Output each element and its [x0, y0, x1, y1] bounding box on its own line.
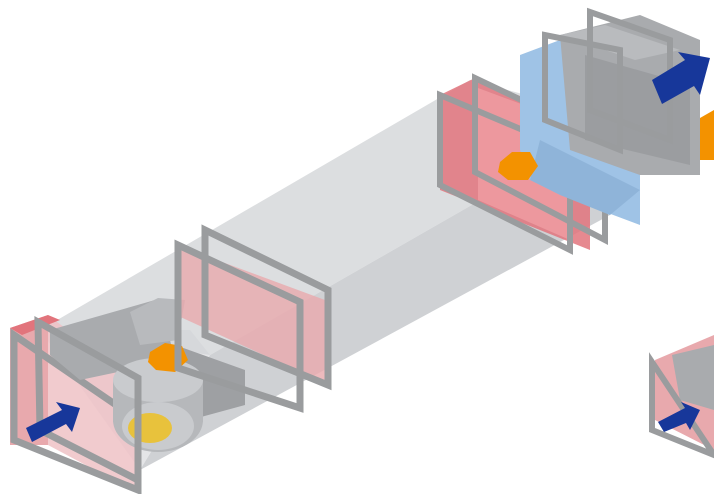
outlet-orange-piece: [700, 110, 714, 160]
adjacent-unit-partial: [652, 335, 714, 455]
